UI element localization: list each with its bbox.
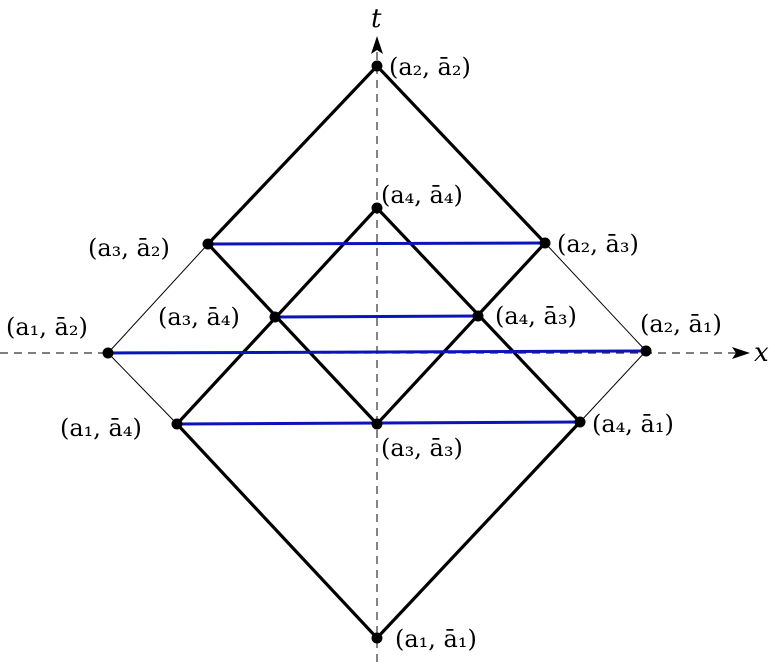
x-axis-label: x	[754, 338, 769, 368]
label-a3-ab2: (a₃, ā₂)	[88, 234, 170, 262]
label-a2-ab2: (a₂, ā₂)	[389, 53, 471, 81]
point-a2-ab2	[371, 60, 383, 72]
point-labels: (a₂, ā₂) (a₄, ā₄) (a₃, ā₂) (a₂, ā₃) (a₁,…	[6, 53, 722, 653]
blue-line-a3ab2-a2ab3	[207, 241, 546, 246]
label-a4-ab1: (a₄, ā₁)	[592, 410, 674, 438]
point-a1-ab2	[102, 347, 114, 359]
edge-top-right	[375, 64, 547, 245]
edge-bottom-left	[175, 422, 379, 640]
label-a3-ab3: (a₃, ā₃)	[381, 434, 463, 462]
label-a2-ab1: (a₂, ā₁)	[640, 310, 722, 338]
point-a4-ab4	[371, 202, 383, 214]
t-axis-label: t	[371, 4, 382, 34]
t-axis-arrowhead	[371, 36, 383, 54]
point-a3-ab2	[202, 238, 214, 250]
point-a3-ab4	[269, 311, 281, 323]
thin-edges	[107, 242, 647, 425]
label-a1-ab2: (a₁, ā₂)	[6, 313, 88, 341]
point-a1-ab4	[171, 418, 183, 430]
thin-edge-right-lower	[579, 350, 647, 423]
thin-edge-right-upper	[544, 242, 647, 352]
edge-top-left	[206, 64, 379, 246]
label-a4-ab4: (a₄, ā₄)	[381, 181, 463, 209]
x-axis-arrowhead	[732, 347, 750, 359]
label-a2-ab3: (a₂, ā₃)	[557, 230, 639, 258]
point-a2-ab3	[539, 237, 551, 249]
edge-a3ab2-to-a3ab3	[206, 242, 379, 426]
label-a1-ab1: (a₁, ā₁)	[395, 625, 477, 653]
edge-a2ab3-to-a3ab3	[375, 241, 547, 426]
label-a1-ab4: (a₁, ā₄)	[60, 414, 142, 442]
blue-line-a1ab2-a2ab1	[107, 349, 647, 355]
point-a4-ab1	[574, 416, 586, 428]
point-a2-ab1	[640, 345, 652, 357]
point-a1-ab1	[371, 632, 383, 644]
point-a4-ab3	[472, 310, 484, 322]
thin-edge-left-lower	[107, 352, 178, 425]
label-a3-ab4: (a₃, ā₄)	[158, 303, 240, 331]
point-a3-ab3	[371, 418, 383, 430]
points	[102, 60, 652, 644]
edge-bottom-right	[375, 420, 582, 640]
blue-line-a3ab4-a4ab3	[274, 314, 479, 319]
thin-edge-left-upper	[107, 243, 209, 354]
label-a4-ab3: (a₄, ā₃)	[495, 302, 577, 330]
